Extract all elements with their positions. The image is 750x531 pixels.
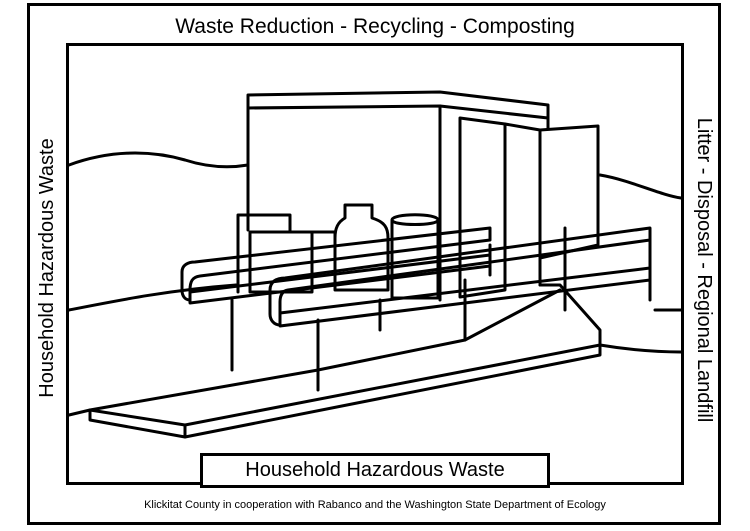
hill-right [598,173,683,200]
box-large [248,230,314,294]
door-left [458,116,507,299]
ramp-deck-front [88,408,187,439]
caption-label: Household Hazardous Waste [200,453,550,488]
jug [333,203,390,292]
ramp-deck-back [88,288,562,412]
box-small [236,213,292,294]
ramp-deck-side [183,343,602,439]
handrail-back [180,226,492,302]
ground-line-left [67,283,238,312]
page-title: Waste Reduction - Recycling - Composting [175,15,575,38]
handrail-front [268,226,652,327]
ground-slope-right [598,343,683,354]
building-roof [246,90,550,120]
ramp-deck-top [88,283,602,427]
handrail-back-lower [188,253,492,305]
ground-slope [67,408,92,417]
page-border [27,3,721,525]
door-middle [503,122,542,287]
hill-left [67,151,250,169]
footer-credit: Klickitat County in cooperation with Rab… [144,499,606,511]
drum [390,213,440,300]
